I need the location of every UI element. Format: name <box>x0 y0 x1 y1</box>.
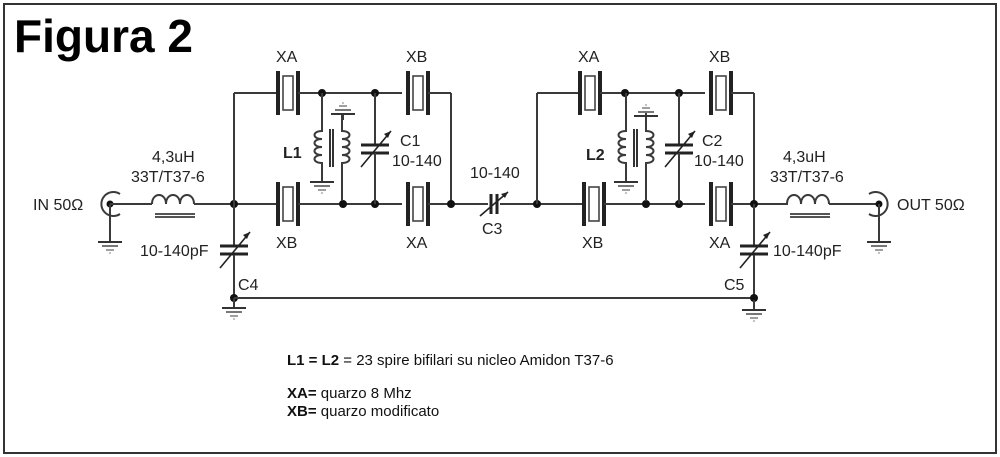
note-line-3: XB= quarzo modificato <box>287 403 439 420</box>
c2-value: 10-140 <box>694 153 744 170</box>
crystal-label: XB <box>582 235 603 252</box>
ground-icon <box>97 231 123 254</box>
crystal-label: XA <box>578 49 600 66</box>
input-inductor-winding: 33T/T37-6 <box>131 169 205 186</box>
capacitor-c3 <box>479 191 509 217</box>
c4-value: 10-140pF <box>140 243 209 260</box>
c5-value: 10-140pF <box>773 243 842 260</box>
c5-name: C5 <box>724 277 745 294</box>
l2-label: L2 <box>586 147 605 164</box>
ground-icon <box>330 102 356 115</box>
note-line-1-rest: = 23 spire bifilari su nicleo Amidon T37… <box>339 352 613 369</box>
crystal-s1-bottom-left <box>276 180 300 228</box>
crystal-label: XB <box>276 235 297 252</box>
note-line-1: L1 = L2 = 23 spire bifilari su nicleo Am… <box>287 352 614 369</box>
output-inductor <box>786 194 830 218</box>
output-connector <box>866 191 892 254</box>
note-line-2: XA= quarzo 8 Mhz <box>287 385 412 402</box>
crystal-label: XA <box>406 235 428 252</box>
note-line-3-rest: quarzo modificato <box>317 403 440 420</box>
note-line-2-bold: XA= <box>287 385 317 402</box>
ground-icon <box>613 171 639 194</box>
transformer-l2 <box>617 92 655 202</box>
ground-icon <box>741 299 767 322</box>
note-line-2-rest: quarzo 8 Mhz <box>317 385 412 402</box>
ground-icon <box>309 171 335 194</box>
ground-icon <box>221 297 247 320</box>
c2-name: C2 <box>702 133 723 150</box>
crystal-s2-top-left <box>578 69 602 117</box>
crystal-s2-bottom-right <box>709 180 733 228</box>
input-connector <box>97 191 123 254</box>
crystal-label: XA <box>709 235 731 252</box>
c3-name: C3 <box>482 221 503 238</box>
note-line-1-bold: L1 = L2 <box>287 352 339 369</box>
figure-title: Figura 2 <box>14 10 193 62</box>
crystal-s1-top-right <box>406 69 430 117</box>
output-inductor-value: 4,3uH <box>783 149 826 166</box>
output-inductor-winding: 33T/T37-6 <box>770 169 844 186</box>
crystal-s1-bottom-right <box>406 180 430 228</box>
input-label: IN 50Ω <box>33 197 83 214</box>
crystal-label: XB <box>406 49 427 66</box>
transformer-l1 <box>313 92 351 202</box>
output-label: OUT 50Ω <box>897 197 965 214</box>
crystal-s2-top-right <box>709 69 733 117</box>
input-inductor <box>151 194 195 218</box>
note-line-3-bold: XB= <box>287 403 317 420</box>
figure-frame <box>3 3 997 454</box>
crystal-label: XB <box>709 49 730 66</box>
c1-name: C1 <box>400 133 421 150</box>
ground-icon <box>866 231 892 254</box>
c3-value: 10-140 <box>470 165 520 182</box>
crystal-s2-bottom-left <box>582 180 606 228</box>
c1-value: 10-140 <box>392 153 442 170</box>
c4-name: C4 <box>238 277 259 294</box>
crystal-label: XA <box>276 49 298 66</box>
input-inductor-value: 4,3uH <box>152 149 195 166</box>
l1-label: L1 <box>283 145 302 162</box>
crystal-s1-top-left <box>276 69 300 117</box>
